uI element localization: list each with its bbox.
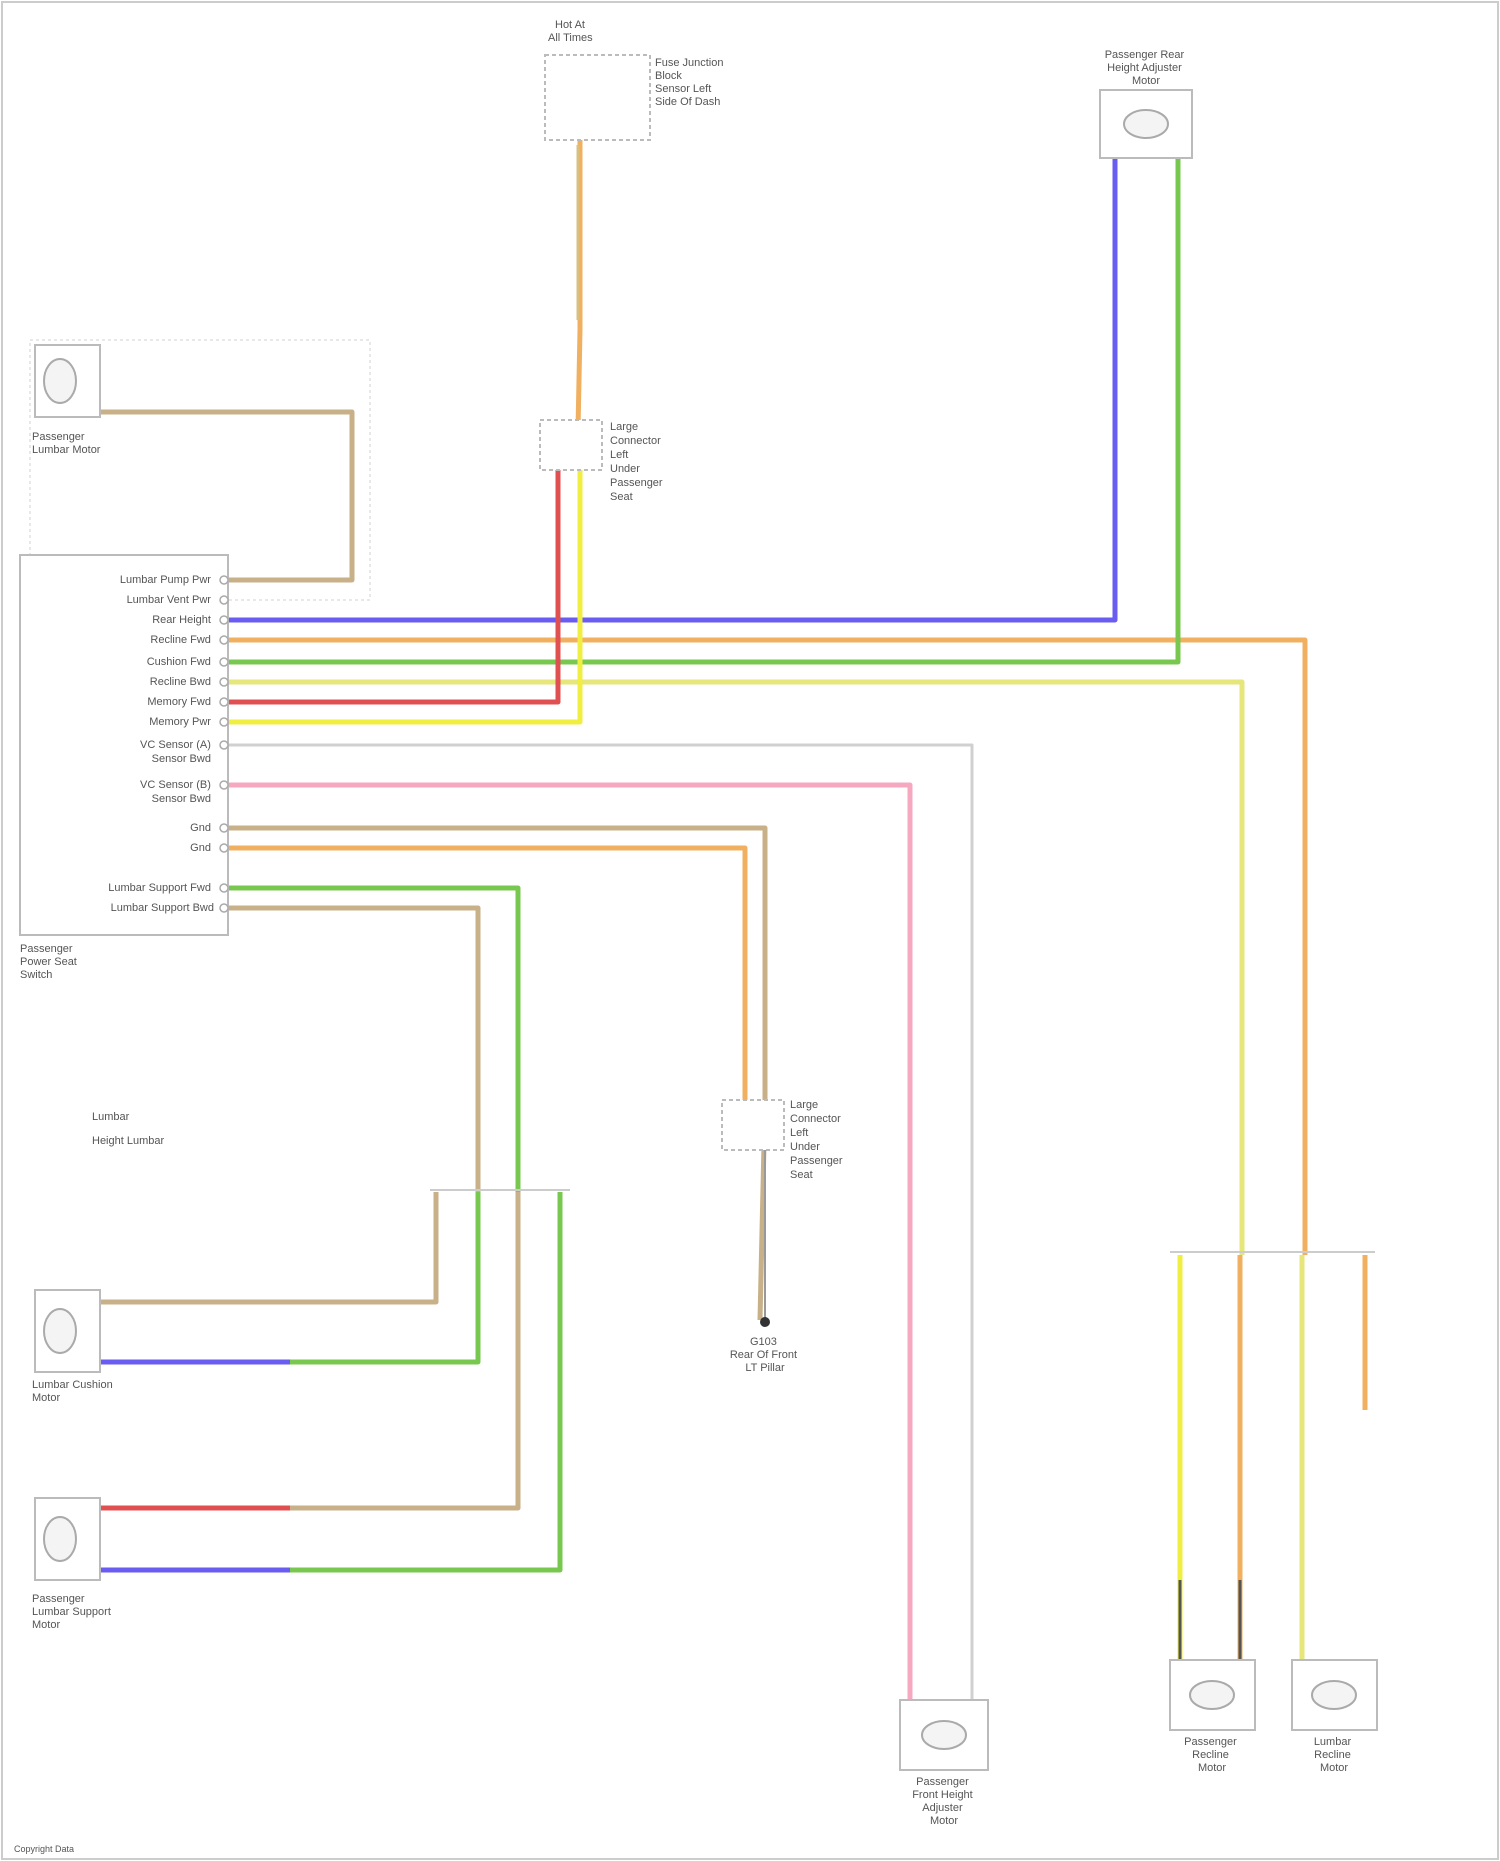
terminal (220, 698, 228, 706)
ground-label: G103 Rear Of Front LT Pillar (730, 1336, 800, 1374)
connector-upper (540, 420, 602, 470)
wire-gnd-tan (228, 828, 765, 1320)
lumbar-recline-motor-label: Lumbar Recline Motor (1314, 1736, 1354, 1774)
wire-rear-height-blue (228, 158, 1115, 620)
terminal (220, 658, 228, 666)
fuse-block (545, 55, 650, 140)
lumbar-cushion-motor-label: Lumbar Cushion Motor (32, 1379, 116, 1404)
motor-icon (44, 1517, 76, 1561)
motor-icon (44, 359, 76, 403)
terminal (220, 616, 228, 624)
terminal (220, 741, 228, 749)
fuse-block-legend: Fuse Junction Block Sensor Left Side Of … (655, 57, 727, 108)
pass-rear-motor-label: Passenger Rear Height Adjuster Motor (1105, 49, 1188, 87)
terminal (220, 904, 228, 912)
motor-icon (1312, 1681, 1356, 1709)
recline-motor-label: Passenger Recline Motor (1184, 1736, 1240, 1774)
connector-upper-label: Large Connector Left Under Passenger Sea… (610, 421, 666, 503)
terminal (220, 884, 228, 892)
wire-recline-bwd-yellow (228, 682, 1242, 1255)
motor-icon (1124, 110, 1168, 138)
terminal (220, 596, 228, 604)
fuse-block-title: Hot At All Times (548, 19, 593, 44)
footer-copyright: Copyright Data (14, 1844, 74, 1854)
terminal (220, 781, 228, 789)
terminal (220, 824, 228, 832)
wire-lumbar-cushion-green (290, 1192, 478, 1362)
wire-lumbar-bwd-tan (228, 908, 478, 1192)
wire-lumbar-cushion-tan (100, 1192, 436, 1302)
pass-lumbar-pump-label: Passenger Lumbar Motor (32, 431, 101, 456)
connector-lower-label: Large Connector Left Under Passenger Sea… (790, 1099, 846, 1181)
front-height-motor-label: Passenger Front Height Adjuster Motor (912, 1776, 976, 1827)
terminal (220, 636, 228, 644)
ground-point (760, 1317, 770, 1327)
motor-icon (922, 1721, 966, 1749)
wire-lumbar-support-tan (290, 1192, 518, 1508)
connector-lower (722, 1100, 784, 1150)
lumbar-support-motor-label: Passenger Lumbar Support Motor (32, 1593, 114, 1631)
terminal (220, 678, 228, 686)
wire-sensor-pink (228, 785, 910, 1700)
switch-module-name: Passenger Power Seat Switch (20, 943, 80, 981)
terminal (220, 844, 228, 852)
legend-notes: Lumbar Height Lumbar (92, 1111, 164, 1147)
terminal (220, 718, 228, 726)
wire-lumbar-fwd-green (228, 888, 518, 1192)
motor-icon (1190, 1681, 1234, 1709)
terminal (220, 576, 228, 584)
motor-icon (44, 1309, 76, 1353)
